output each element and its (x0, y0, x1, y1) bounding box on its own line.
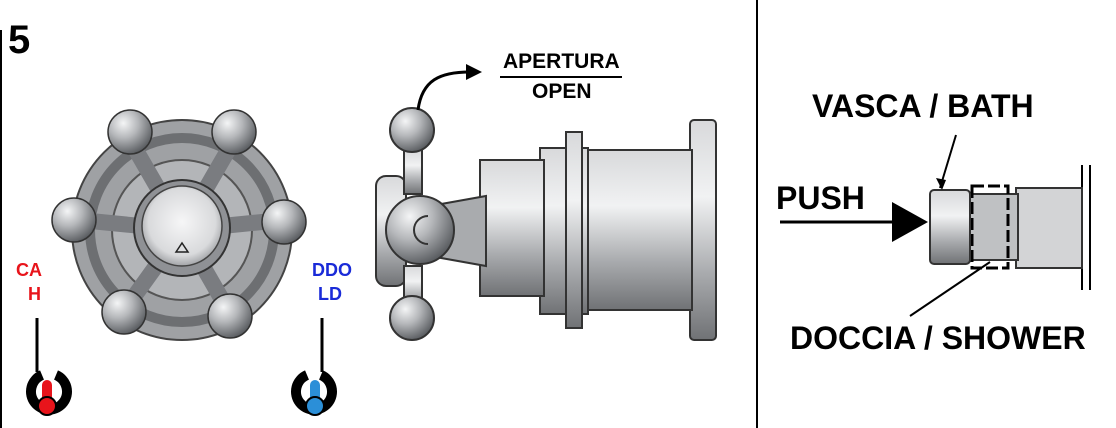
panel-borders (0, 0, 758, 428)
push-arrow-icon (780, 202, 928, 242)
hot-label-line2: H (28, 284, 41, 304)
hot-thermometer-icon (26, 370, 72, 416)
cold-label-line2: LD (318, 284, 342, 304)
doccia-shower-label: DOCCIA / SHOWER (790, 320, 1086, 356)
handle-front-view (51, 109, 307, 341)
open-arrow-icon (416, 64, 622, 111)
diverter-diagram (929, 165, 1091, 290)
cold-label-line1: DDO (312, 260, 352, 280)
open-label: OPEN (532, 80, 592, 103)
apertura-label: APERTURA (503, 50, 620, 73)
vasca-bath-label: VASCA / BATH (812, 88, 1034, 124)
valve-side-view (375, 107, 717, 341)
cold-thermometer-icon (291, 370, 337, 416)
step-number: 5 (8, 18, 31, 62)
leader-lines (909, 134, 991, 317)
hot-label-line1: CA (16, 260, 42, 280)
push-label: PUSH (776, 180, 865, 216)
